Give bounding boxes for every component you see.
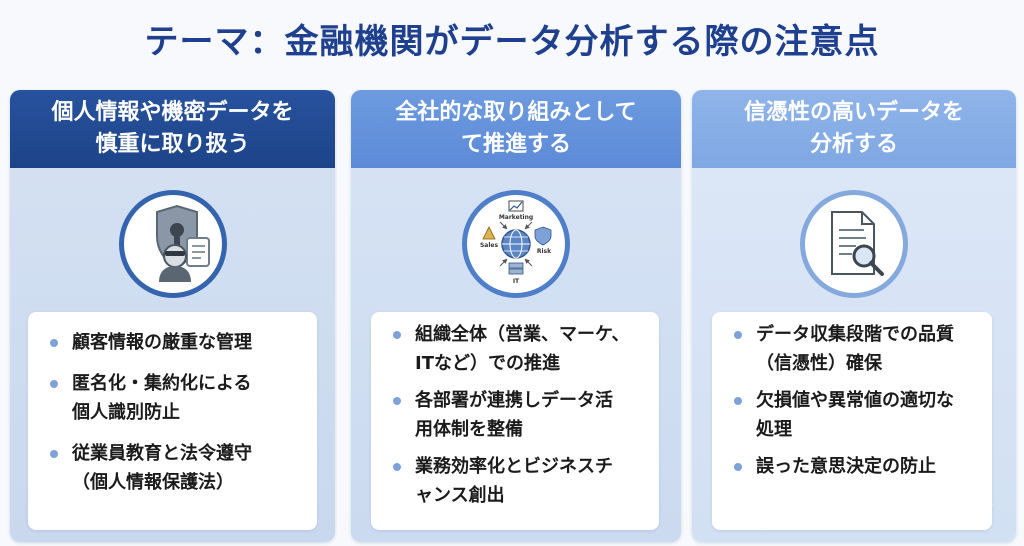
list-item: 匿名化・集約化による 個人識別防止 [42, 369, 303, 427]
column-organization: 全社的な取り組みとして て推進する Marketing Sales Risk I… [351, 90, 681, 542]
column-privacy: 個人情報や機密データを 慎重に取り扱う 顧客情報の厳重な管理 匿名化・集約化によ… [10, 90, 335, 542]
list-item: 誤った意思決定の防止 [726, 452, 978, 481]
page-title: テーマ：金融機関がデータ分析する際の注意点 [144, 22, 880, 62]
document-search-icon [800, 190, 908, 298]
department-network-icon: Marketing Sales Risk IT [462, 190, 570, 298]
list-item: 業務効率化とビジネスチ ャンス創出 [385, 452, 645, 510]
list-item: 組織全体（営業、マーケ、 ITなど）での推進 [385, 320, 645, 378]
label-risk: Risk [537, 248, 552, 255]
sparkle-icon [964, 490, 994, 520]
column-heading: 個人情報や機密データを 慎重に取り扱う [10, 90, 335, 168]
label-marketing: Marketing [499, 214, 533, 221]
list-item: 顧客情報の厳重な管理 [42, 328, 303, 357]
item-card: データ収集段階での品質 （信憑性）確保 欠損値や異常値の適切な 処理 誤った意思… [712, 312, 992, 530]
label-it: IT [513, 278, 520, 285]
list-item: 従業員教育と法令遵守 （個人情報保護法） [42, 439, 303, 497]
list-item: 各部署が連携しデータ活 用体制を整備 [385, 386, 645, 444]
list-item: 欠損値や異常値の適切な 処理 [726, 386, 978, 444]
item-card: 組織全体（営業、マーケ、 ITなど）での推進 各部署が連携しデータ活 用体制を整… [371, 312, 659, 530]
security-shield-icon [118, 190, 227, 298]
label-sales: Sales [480, 242, 498, 249]
item-card: 顧客情報の厳重な管理 匿名化・集約化による 個人識別防止 従業員教育と法令遵守 … [28, 312, 317, 530]
list-item: データ収集段階での品質 （信憑性）確保 [726, 320, 978, 378]
column-data-quality: 信憑性の高いデータを 分析する データ収集段階での品質 （信憑性）確保 欠損値や… [692, 90, 1016, 542]
column-heading: 全社的な取り組みとして て推進する [351, 90, 681, 168]
column-heading: 信憑性の高いデータを 分析する [692, 90, 1016, 168]
